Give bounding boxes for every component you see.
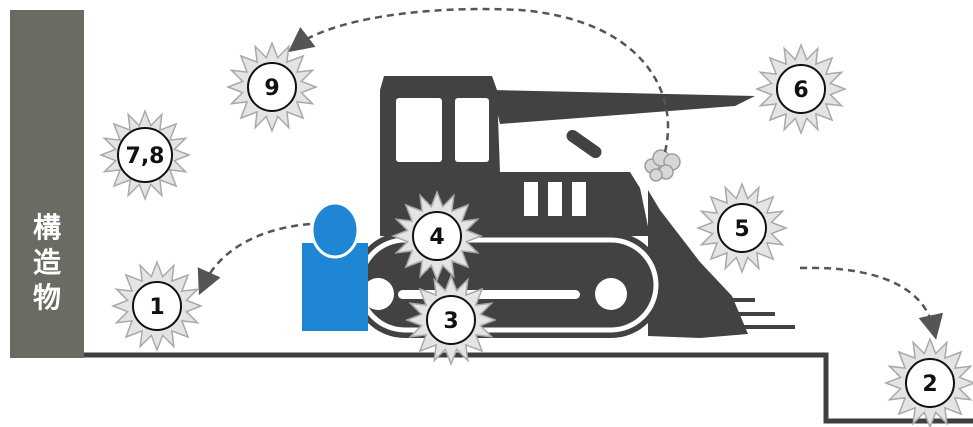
hazard-label-3: 3 [443, 309, 458, 334]
hazard-label-4: 4 [429, 225, 444, 250]
hazard-label-6: 6 [793, 78, 808, 103]
hazard-marker-7-8: 7,8 [101, 111, 189, 199]
structure-label-char-1: 構 [33, 211, 61, 244]
ground-line [84, 355, 973, 421]
hazard-label-2: 2 [922, 372, 937, 397]
hazard-label-5: 5 [734, 217, 749, 242]
structure-label-char-3: 物 [33, 281, 61, 314]
dust-cloud-icon [645, 150, 680, 181]
hazard-label-1: 1 [149, 295, 164, 320]
arrow-5-to-2 [800, 268, 934, 330]
structure-label-char-2: 造 [33, 246, 61, 279]
hazard-marker-5: 5 [698, 184, 786, 272]
hazard-marker-4: 4 [393, 192, 481, 280]
hazard-label-9: 9 [264, 76, 279, 101]
arrow-worker-to-1 [203, 224, 310, 286]
hazard-marker-1: 1 [113, 262, 201, 350]
structure-wall: 構 造 物 [10, 10, 84, 358]
hazard-marker-6: 6 [757, 45, 845, 133]
person-icon [302, 203, 368, 331]
hazard-marker-9: 9 [228, 43, 316, 131]
hazard-marker-3: 3 [407, 276, 495, 364]
hazard-label-7-8: 7,8 [126, 144, 165, 169]
hazard-marker-2: 2 [886, 339, 973, 427]
